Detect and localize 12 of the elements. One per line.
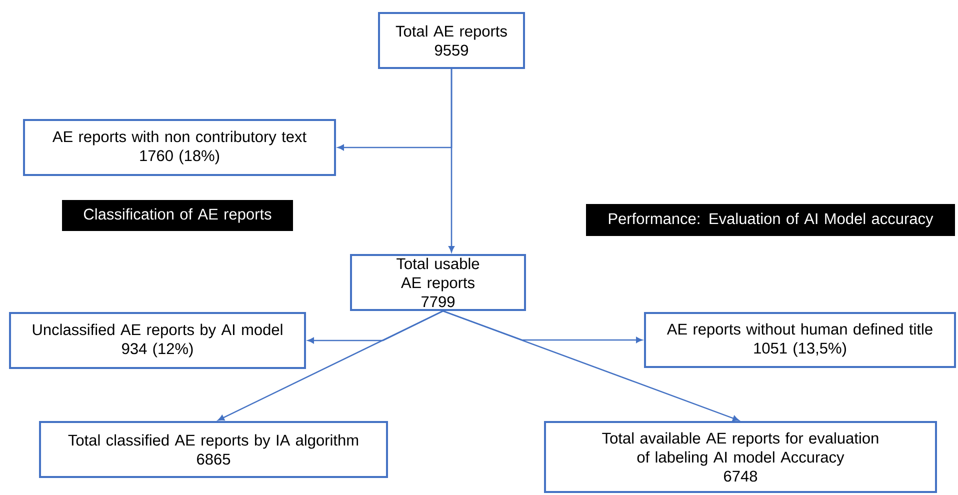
arrow [218, 310, 444, 421]
process-box: Total AE reports 9559 [378, 12, 525, 69]
process-box: AE reports with non contributory text 1760 (18%) [23, 119, 336, 176]
section-banner: Performance: Evaluation of AI Model accuracy [586, 204, 955, 236]
process-box: AE reports without human defined title 1051 (13,5%) [644, 312, 956, 368]
section-banner: Classification of AE reports [62, 200, 293, 231]
process-box: Total usable AE reports 7799 [350, 254, 526, 311]
arrow [448, 69, 454, 252]
arrow [442, 310, 739, 422]
process-box: Unclassified AE reports by AI model 934 (12%) [9, 312, 306, 369]
process-box: Total available AE reports for evaluation of labeling AI model Accuracy 6748 [544, 421, 937, 493]
process-box: Total classified AE reports by IA algorithm 6865 [39, 421, 388, 478]
